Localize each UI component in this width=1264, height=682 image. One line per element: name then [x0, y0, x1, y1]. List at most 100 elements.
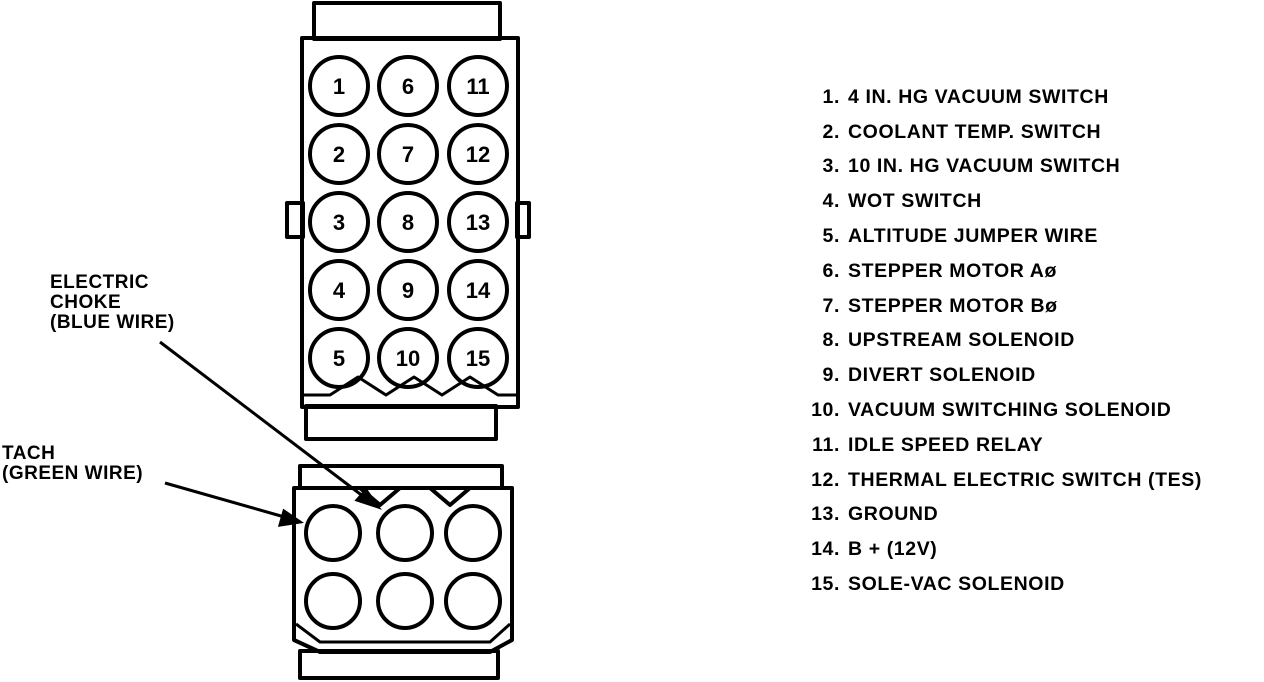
pin-1-circle	[308, 55, 370, 117]
legend-item: 2. COOLANT TEMP. SWITCH	[800, 115, 1260, 150]
pin-4-circle	[308, 259, 370, 321]
legend-item: 5. ALTITUDE JUMPER WIRE	[800, 219, 1260, 254]
pin-5-circle	[308, 327, 370, 389]
upper-connector-body	[300, 36, 520, 409]
pin-legend: 1. 4 IN. HG VACUUM SWITCH 2. COOLANT TEMP.…	[800, 80, 1260, 602]
pin-11-circle	[447, 55, 509, 117]
pin-13-circle	[447, 191, 509, 253]
tach-callout: TACH (GREEN WIRE)	[2, 444, 143, 484]
tach-arrowhead	[277, 508, 304, 527]
legend-number: 5.	[822, 225, 840, 248]
legend-item: 11. IDLE SPEED RELAY	[800, 428, 1260, 463]
pin-6-circle	[377, 55, 439, 117]
lower-connector-top-tab	[298, 464, 504, 490]
pin-14-circle	[447, 259, 509, 321]
pin-5-label: 5	[333, 346, 345, 371]
upper-connector-right-latch	[515, 201, 531, 239]
legend-item: 12. THERMAL ELECTRIC SWITCH (TES)	[800, 463, 1260, 498]
legend-number: 15.	[811, 573, 840, 596]
pin-9-label: 9	[402, 278, 414, 303]
pin-8-circle	[377, 191, 439, 253]
pin-14-label: 14	[466, 278, 491, 303]
callout-line: ELECTRIC	[50, 272, 149, 293]
pin-4-label: 4	[333, 278, 346, 303]
callout-line: CHOKE	[50, 292, 122, 313]
legend-label: DIVERT SOLENOID	[848, 364, 1036, 387]
pin-7-label: 7	[402, 142, 414, 167]
electric-choke-callout: ELECTRIC CHOKE (BLUE WIRE)	[50, 273, 175, 333]
lower-cavity	[304, 572, 362, 630]
pin-6-label: 6	[402, 74, 414, 99]
legend-item: 7. STEPPER MOTOR Bø	[800, 289, 1260, 324]
pin-10-circle	[377, 327, 439, 389]
legend-number: 8.	[822, 329, 840, 352]
legend-number: 10.	[811, 399, 840, 422]
legend-number: 9.	[822, 364, 840, 387]
legend-label: SOLE-VAC SOLENOID	[848, 573, 1065, 596]
pin-9-circle	[377, 259, 439, 321]
lower-cavity	[304, 504, 362, 562]
legend-label: THERMAL ELECTRIC SWITCH (TES)	[848, 468, 1202, 491]
pin-10-label: 10	[396, 346, 420, 371]
legend-label: UPSTREAM SOLENOID	[848, 329, 1075, 352]
legend-label: IDLE SPEED RELAY	[848, 433, 1044, 456]
legend-item: 14. B + (12V)	[800, 532, 1260, 567]
pin-7-circle	[377, 123, 439, 185]
legend-label: 4 IN. HG VACUUM SWITCH	[848, 85, 1109, 108]
electric-choke-leader-line	[159, 340, 369, 502]
legend-number: 11.	[812, 433, 840, 456]
pin-8-label: 8	[402, 210, 414, 235]
legend-number: 7.	[822, 294, 840, 317]
legend-item: 15. SOLE-VAC SOLENOID	[800, 567, 1260, 602]
legend-item: 6.STEPPER MOTOR Aø	[800, 254, 1260, 289]
legend-item: 13. GROUND	[800, 498, 1260, 533]
legend-number: 1.	[822, 85, 840, 108]
upper-connector-left-latch	[285, 201, 305, 239]
lower-cavity	[376, 504, 434, 562]
lower-connector-inner-edge	[295, 622, 512, 644]
legend-label: 10 IN. HG VACUUM SWITCH	[848, 155, 1121, 178]
legend-item: 10. VACUUM SWITCHING SOLENOID	[800, 393, 1260, 428]
callout-line: (GREEN WIRE)	[2, 463, 144, 484]
pin-2-label: 2	[333, 142, 345, 167]
legend-number: 2.	[822, 120, 840, 143]
pin-15-label: 15	[466, 346, 490, 371]
pin-2-circle	[308, 123, 370, 185]
legend-item: 1. 4 IN. HG VACUUM SWITCH	[800, 80, 1260, 115]
upper-connector-top-tab	[312, 1, 502, 41]
legend-label: STEPPER MOTOR Aø	[848, 259, 1057, 282]
legend-label: VACUUM SWITCHING SOLENOID	[848, 399, 1172, 422]
legend-label: B + (12V)	[848, 538, 938, 561]
legend-label: ALTITUDE JUMPER WIRE	[848, 225, 1098, 248]
upper-connector-key-edge	[302, 375, 518, 397]
legend-item: 8. UPSTREAM SOLENOID	[800, 324, 1260, 359]
pin-13-label: 13	[466, 210, 490, 235]
legend-label: COOLANT TEMP. SWITCH	[848, 120, 1102, 143]
pin-1-label: 1	[333, 74, 345, 99]
legend-number: 4.	[822, 190, 840, 213]
callout-line: (BLUE WIRE)	[50, 312, 175, 333]
lower-cavity	[376, 572, 434, 630]
legend-item: 9. DIVERT SOLENOID	[800, 358, 1260, 393]
pin-3-label: 3	[333, 210, 345, 235]
legend-label: WOT SWITCH	[848, 190, 982, 213]
pin-12-circle	[447, 123, 509, 185]
legend-number: 12.	[811, 468, 840, 491]
legend-item: 4. WOT SWITCH	[800, 184, 1260, 219]
legend-item: 3. 10 IN. HG VACUUM SWITCH	[800, 150, 1260, 185]
callout-line: TACH	[2, 443, 56, 464]
lower-cavity	[444, 572, 502, 630]
legend-number: 14.	[811, 538, 840, 561]
electric-choke-arrowhead	[354, 487, 382, 510]
pin-12-label: 12	[466, 142, 490, 167]
tach-leader-line	[164, 481, 289, 520]
legend-label: STEPPER MOTOR Bø	[848, 294, 1058, 317]
lower-connector-bottom-tab	[298, 649, 500, 680]
legend-number: 13.	[811, 503, 840, 526]
legend-label: GROUND	[848, 503, 939, 526]
legend-number: 3.	[822, 155, 840, 178]
pin-15-circle	[447, 327, 509, 389]
lower-cavity	[444, 504, 502, 562]
pin-11-label: 11	[466, 74, 489, 99]
